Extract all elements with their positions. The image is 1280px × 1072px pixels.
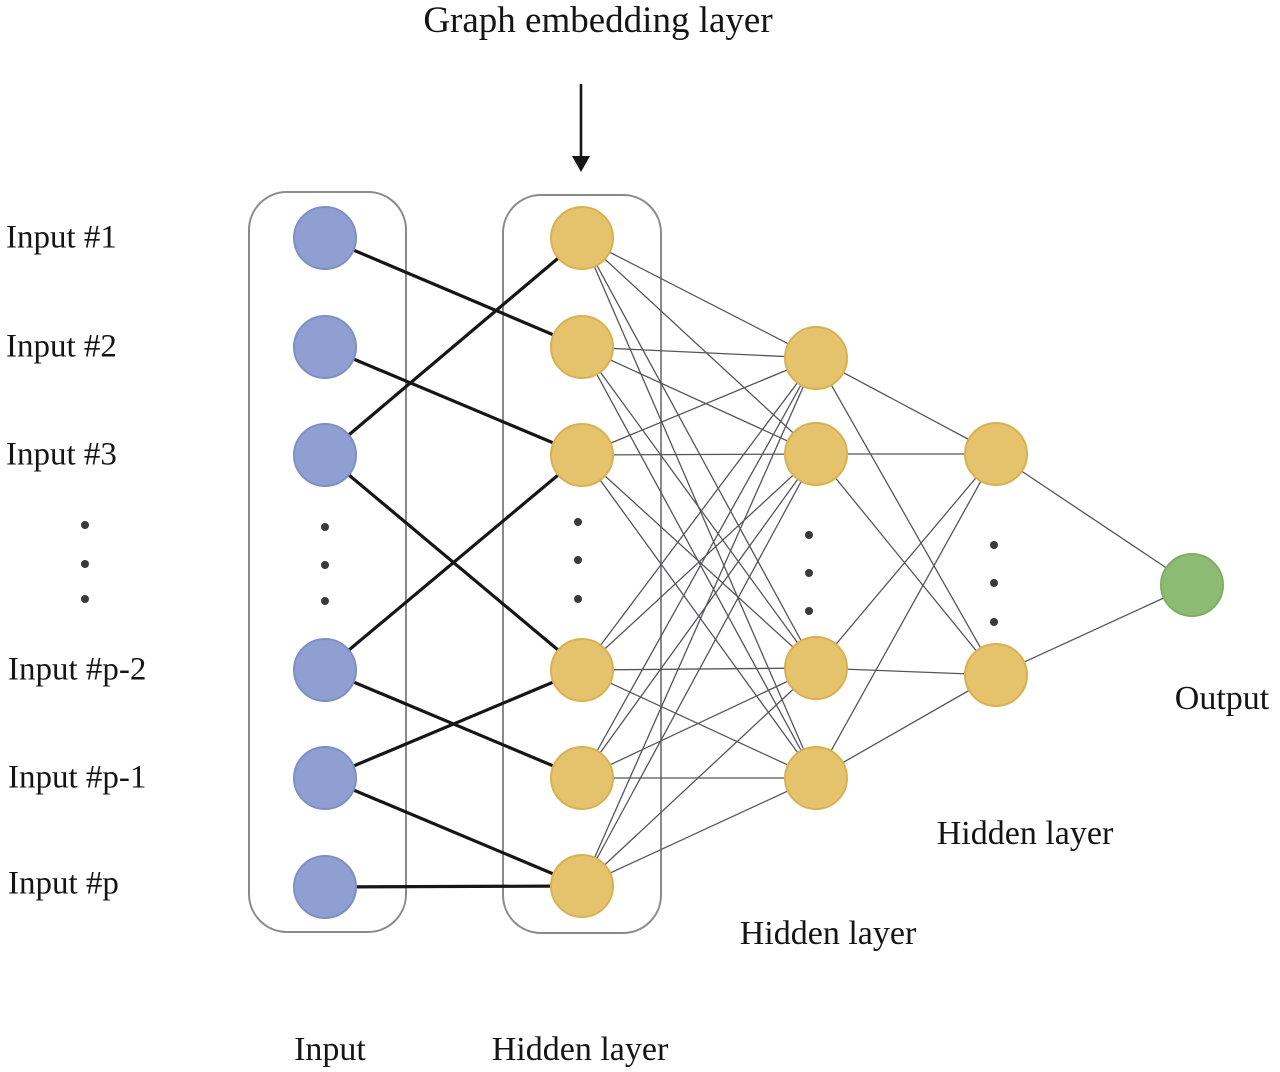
input-node bbox=[293, 746, 357, 810]
input-3-label: Input #3 bbox=[6, 436, 117, 473]
edge-black-line bbox=[323, 236, 584, 457]
edge-line bbox=[581, 357, 817, 456]
ellipsis-dot bbox=[321, 597, 329, 605]
hidden1-node bbox=[550, 423, 614, 487]
graph-embedding-layer-title: Graph embedding layer bbox=[423, 0, 773, 41]
hidden1-node bbox=[550, 638, 614, 702]
hidden-layer-3-caption: Hidden layer bbox=[936, 815, 1114, 852]
ellipsis-dot bbox=[805, 569, 813, 577]
edge-black-line bbox=[324, 776, 583, 888]
input-p-1-label: Input #p-1 bbox=[8, 759, 147, 796]
edge-line bbox=[815, 357, 997, 676]
edge-line bbox=[815, 453, 997, 676]
edge-black-line bbox=[324, 884, 583, 889]
hidden2-node bbox=[784, 422, 848, 486]
edge-black-line bbox=[324, 236, 583, 349]
edge-line bbox=[995, 584, 1193, 676]
arrow-head-icon bbox=[572, 156, 590, 172]
edge-line bbox=[995, 453, 1193, 586]
edge-line bbox=[581, 453, 817, 887]
ellipsis-dot bbox=[81, 560, 89, 568]
edge-line bbox=[581, 453, 817, 779]
edge-line bbox=[581, 237, 817, 669]
hidden1-node bbox=[550, 315, 614, 379]
input-node bbox=[293, 206, 357, 270]
ellipsis-dot bbox=[321, 523, 329, 531]
edge-line bbox=[581, 237, 817, 455]
hidden1-node bbox=[550, 206, 614, 270]
hidden1-box bbox=[502, 194, 662, 934]
ellipsis-dot bbox=[574, 518, 582, 526]
edge-line bbox=[581, 346, 817, 669]
edge-line bbox=[581, 669, 817, 779]
ellipsis-dot bbox=[574, 556, 582, 564]
ellipsis-dot bbox=[805, 531, 813, 539]
edge-line bbox=[581, 667, 817, 779]
edge-line bbox=[581, 237, 817, 359]
edge-line bbox=[815, 453, 997, 779]
edge-black-line bbox=[323, 453, 584, 672]
hidden2-node bbox=[784, 636, 848, 700]
edge-line bbox=[581, 346, 817, 359]
input-2-label: Input #2 bbox=[6, 328, 117, 365]
ellipsis-dot bbox=[574, 595, 582, 603]
input-node bbox=[293, 315, 357, 379]
output-caption: Output bbox=[1174, 680, 1270, 717]
edge-black-line bbox=[324, 668, 583, 780]
edge-line bbox=[581, 357, 817, 671]
hidden-layer-1-caption: Hidden layer bbox=[491, 1031, 669, 1068]
output-node bbox=[1160, 553, 1224, 617]
input-p-2-label: Input #p-2 bbox=[8, 651, 147, 688]
edge-line bbox=[581, 777, 817, 887]
edge-line bbox=[815, 674, 997, 779]
hidden2-node bbox=[784, 326, 848, 390]
edge-line bbox=[581, 453, 817, 456]
edge-black-line bbox=[324, 345, 583, 457]
ellipsis-dot bbox=[321, 561, 329, 569]
ellipsis-dot bbox=[81, 595, 89, 603]
ellipsis-dot bbox=[990, 618, 998, 626]
edge-line bbox=[581, 357, 817, 887]
hidden1-node bbox=[550, 746, 614, 810]
edge-line bbox=[581, 346, 817, 455]
ellipsis-dot bbox=[990, 541, 998, 549]
ellipsis-dot bbox=[990, 579, 998, 587]
ellipsis-dot bbox=[805, 607, 813, 615]
input-p-label: Input #p bbox=[8, 865, 119, 902]
edge-line bbox=[581, 453, 817, 671]
edge-line bbox=[581, 667, 817, 887]
input-layer-caption: Input bbox=[294, 1031, 366, 1068]
hidden1-node bbox=[550, 854, 614, 918]
hidden2-node bbox=[784, 746, 848, 810]
hidden3-node bbox=[964, 422, 1028, 486]
ellipsis-dot bbox=[81, 521, 89, 529]
input-1-label: Input #1 bbox=[6, 219, 117, 256]
edge-line bbox=[815, 357, 997, 455]
input-box bbox=[248, 191, 407, 933]
input-node bbox=[293, 855, 357, 919]
input-node bbox=[293, 423, 357, 487]
edge-line bbox=[581, 357, 817, 779]
hidden-layer-2-caption: Hidden layer bbox=[739, 915, 917, 952]
hidden3-node bbox=[964, 643, 1028, 707]
input-node bbox=[293, 638, 357, 702]
edge-line bbox=[815, 453, 997, 669]
